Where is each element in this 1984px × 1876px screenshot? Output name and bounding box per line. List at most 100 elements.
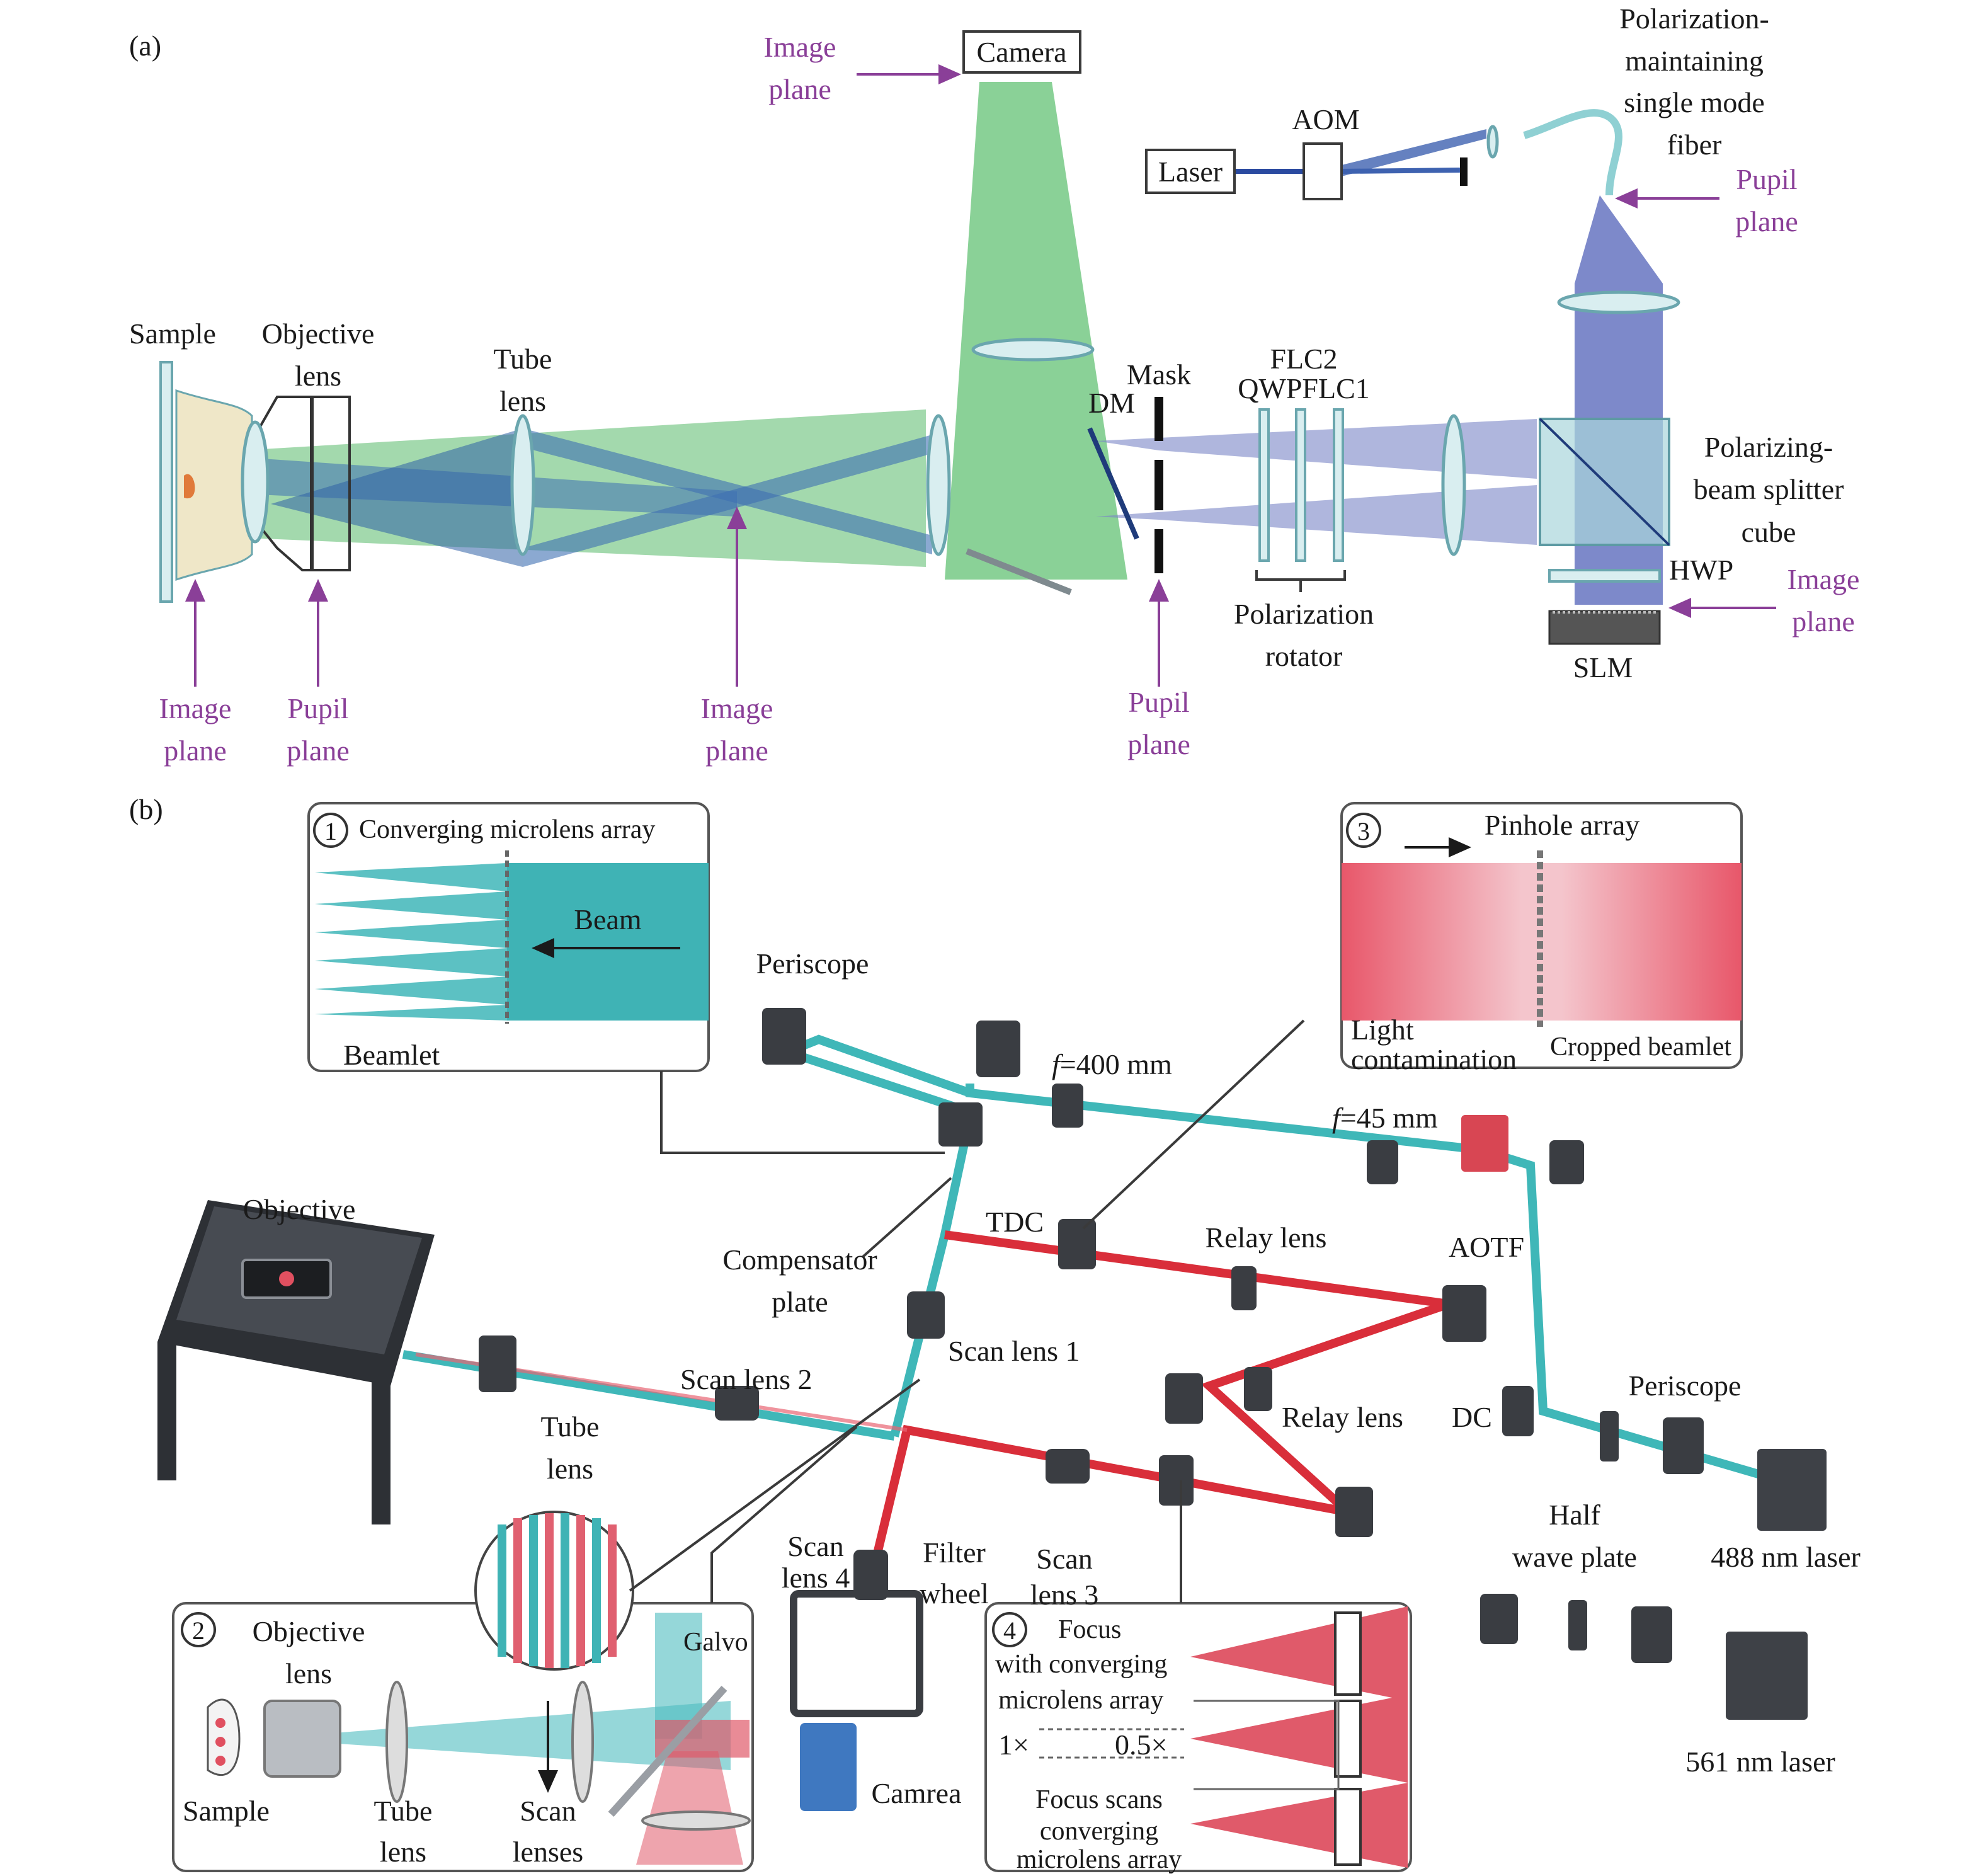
fiber-coupler-lens [1486, 125, 1499, 159]
inset-2-beam-cyan [265, 1701, 731, 1770]
mask-label: Mask [1127, 358, 1191, 391]
flc2-plate [1295, 408, 1306, 562]
periscope-mirror-a [762, 1008, 806, 1065]
inset-1-beamlets [315, 863, 507, 1021]
inset-3-contamination-1: Light [1351, 1014, 1414, 1046]
stripe-3 [529, 1515, 538, 1666]
relay-lens-mid-label: Relay lens [1282, 1401, 1403, 1433]
inset-2-number-circle [181, 1612, 216, 1647]
half-wave-label-2: wave plate [1512, 1541, 1637, 1573]
inset-2-tube-1: Tube [374, 1795, 433, 1827]
image-plane-sample-2: plane [164, 735, 227, 767]
sample-specimen [184, 474, 195, 499]
sample-immersion [175, 389, 253, 581]
laser-561-mount-b [1568, 1600, 1587, 1650]
relay-mirror-b [1165, 1373, 1203, 1424]
dc-label: DC [1452, 1401, 1492, 1433]
cyan-beam-periscope [774, 1034, 972, 1116]
laser-561-mount-a [1480, 1594, 1518, 1644]
inset-1-beamlet-label: Beamlet [343, 1039, 440, 1071]
pupil-plane-obj-2: plane [287, 735, 350, 767]
objective-spot [279, 1271, 294, 1286]
inset-4-number-circle [992, 1612, 1027, 1647]
qwp-plate [1258, 408, 1270, 562]
scan-lens-3-label-2: lens 3 [1030, 1579, 1099, 1611]
inset-2-objective [263, 1700, 341, 1778]
filter-wheel-mount [790, 1590, 923, 1717]
laser-561-box [1726, 1632, 1808, 1720]
hwp-label: HWP [1669, 554, 1733, 586]
inset-2-leader-b [710, 1426, 858, 1603]
image-plane-top-2: plane [768, 73, 831, 105]
fiber-collimator-lens [1557, 290, 1680, 314]
f400-lens-mount [1052, 1084, 1083, 1128]
inset-2-red-cone [636, 1751, 743, 1865]
relay-lens-a1 [926, 414, 951, 556]
laser-488-label: 488 nm laser [1711, 1541, 1861, 1573]
periscope-right-mount [1663, 1417, 1704, 1474]
inset-3: 3 Pinhole array Light contamination Crop… [1082, 802, 1743, 1230]
inset-4-mag-1x: 1× [998, 1729, 1029, 1761]
periscope-top-label: Periscope [756, 947, 869, 980]
inset-3-leader [1082, 1019, 1305, 1230]
stripe-2 [513, 1518, 522, 1663]
aotf-device [1461, 1115, 1508, 1172]
image-plane-slm-2: plane [1792, 605, 1855, 638]
inset-2-objective-2: lens [285, 1657, 332, 1690]
inset-2-objective-1: Objective [253, 1615, 365, 1647]
f45-lens-mount [1367, 1140, 1398, 1184]
filter-wheel-label-1: Filter [923, 1536, 986, 1569]
inset-4-microlens-bottom [1334, 1788, 1362, 1866]
scan-lens-3-mount [1046, 1449, 1090, 1484]
inset-2-scan-1: Scan [520, 1795, 576, 1827]
scan-lens-1-mount [907, 1291, 945, 1339]
inset-2-number: 2 [192, 1616, 205, 1645]
inset-1-beamlet-1 [315, 863, 507, 891]
periscope-mirror-b [976, 1021, 1020, 1077]
inset-4-focus-3: microlens array [998, 1686, 1163, 1715]
inset-2-magnifier-stripes [498, 1513, 617, 1668]
inset-4-focus-2: with converging [995, 1650, 1167, 1679]
tube-lens-b-2: lens [547, 1453, 593, 1485]
laser-label: Laser [1158, 156, 1223, 188]
image-plane-mid-2: plane [705, 735, 768, 767]
inset-1-leader [660, 1071, 945, 1154]
microscope-stand [157, 1200, 435, 1524]
inset-1-beam-label: Beam [574, 903, 642, 935]
slm-device [1548, 610, 1661, 645]
inset-1-number: 1 [324, 817, 337, 845]
camera-green-beam [945, 82, 1127, 580]
inset-2-spot-2 [215, 1737, 225, 1747]
hwp-plate [1548, 569, 1661, 583]
inset-2-leader [629, 1378, 921, 1592]
inset-1-title: Converging microlens array [359, 815, 655, 844]
objective-label-a2: lens [295, 360, 341, 392]
inset-4-number: 4 [1003, 1616, 1016, 1645]
relay-mirror-c [1159, 1455, 1194, 1506]
sample-label-a: Sample [129, 317, 216, 350]
compensator-leader [862, 1177, 952, 1258]
scan-lens-2-mount [715, 1386, 759, 1421]
panel-b-label: (b) [129, 793, 163, 825]
scan-lens-1-label: Scan lens 1 [948, 1335, 1080, 1367]
inset-3-number: 3 [1357, 817, 1370, 845]
dm-label: DM [1088, 387, 1135, 419]
image-plane-slm-1: Image [1787, 563, 1860, 595]
scan-lens-3-label-1: Scan [1036, 1543, 1092, 1575]
flc2-label: FLC2 [1270, 343, 1337, 375]
scan-lens-2-label: Scan lens 2 [680, 1363, 812, 1395]
pbs-diagonal [1539, 418, 1670, 546]
pupil-plane-obj-1: Pupil [287, 692, 348, 724]
inset-3-contamination-2: contamination [1351, 1043, 1517, 1075]
periscope-mirror-c [938, 1102, 983, 1147]
dichroic-mirror [1087, 427, 1139, 540]
inset-2-tube-2: lens [380, 1836, 426, 1868]
scan-lens-4-label-1: Scan [787, 1530, 843, 1562]
laser-561-mount-c [1631, 1606, 1672, 1663]
fiber-label-1: Polarization- [1619, 3, 1769, 35]
objective-label-a1: Objective [262, 317, 375, 350]
inset-2-scan-lens [571, 1681, 594, 1803]
red-beam-561-path [865, 1230, 1451, 1589]
aom-label: AOM [1292, 103, 1359, 135]
